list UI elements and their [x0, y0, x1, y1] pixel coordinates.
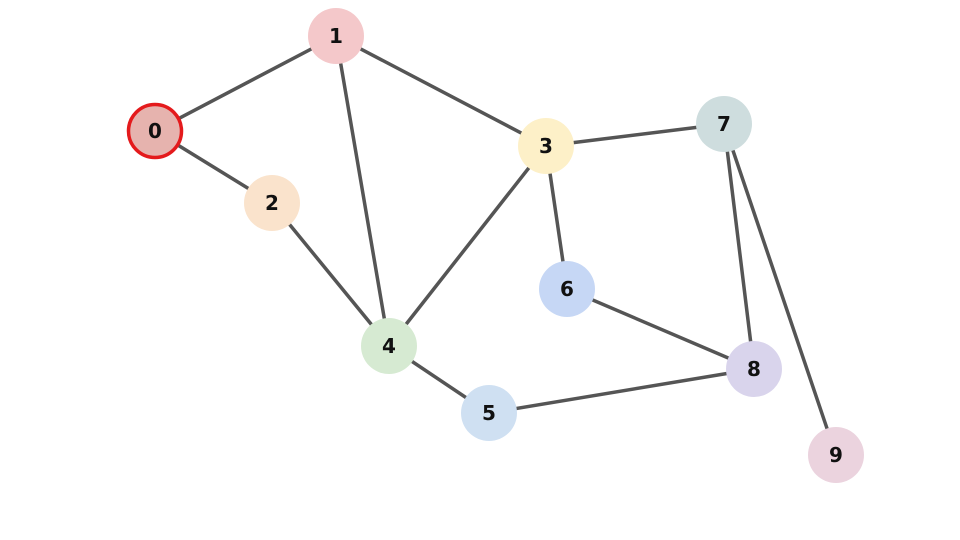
- node-circle-7: [696, 96, 752, 152]
- node-8[interactable]: 8: [726, 341, 782, 397]
- node-label-0: 0: [148, 119, 162, 143]
- edge-3-7: [544, 122, 726, 148]
- node-circle-0: [126, 102, 184, 160]
- node-circle-1: [308, 8, 364, 64]
- node-label-1: 1: [329, 24, 343, 48]
- node-label-5: 5: [482, 401, 496, 425]
- node-label-4: 4: [382, 334, 396, 358]
- node-2[interactable]: 2: [244, 175, 300, 231]
- edge-7-8: [722, 122, 756, 371]
- edge-5-8: [487, 367, 756, 415]
- edge-1-3: [334, 34, 548, 148]
- edge-7-9: [722, 122, 838, 457]
- edge-1-4: [334, 34, 391, 348]
- node-4[interactable]: 4: [361, 318, 417, 374]
- node-label-3: 3: [539, 134, 553, 158]
- node-7[interactable]: 7: [696, 96, 752, 152]
- node-circle-2: [244, 175, 300, 231]
- edge-2-4: [270, 201, 391, 348]
- node-circle-5: [461, 385, 517, 441]
- node-9[interactable]: 9: [808, 427, 864, 483]
- edge-layer: [153, 34, 838, 457]
- node-6[interactable]: 6: [539, 261, 595, 317]
- node-label-6: 6: [560, 277, 574, 301]
- node-circle-4: [361, 318, 417, 374]
- node-label-2: 2: [265, 191, 279, 215]
- edge-6-8: [565, 287, 756, 371]
- node-circle-8: [726, 341, 782, 397]
- node-circle-6: [539, 261, 595, 317]
- node-1[interactable]: 1: [308, 8, 364, 64]
- edge-0-1: [153, 34, 338, 133]
- node-label-8: 8: [747, 357, 761, 381]
- node-label-7: 7: [717, 112, 731, 136]
- edge-3-4: [387, 144, 548, 348]
- node-3[interactable]: 3: [518, 118, 574, 174]
- node-layer: 0 1 2 3 4 5 6 7 8 9: [126, 8, 864, 483]
- node-circle-3: [518, 118, 574, 174]
- node-5[interactable]: 5: [461, 385, 517, 441]
- node-0[interactable]: 0: [126, 102, 184, 160]
- node-circle-9: [808, 427, 864, 483]
- node-label-9: 9: [829, 443, 843, 467]
